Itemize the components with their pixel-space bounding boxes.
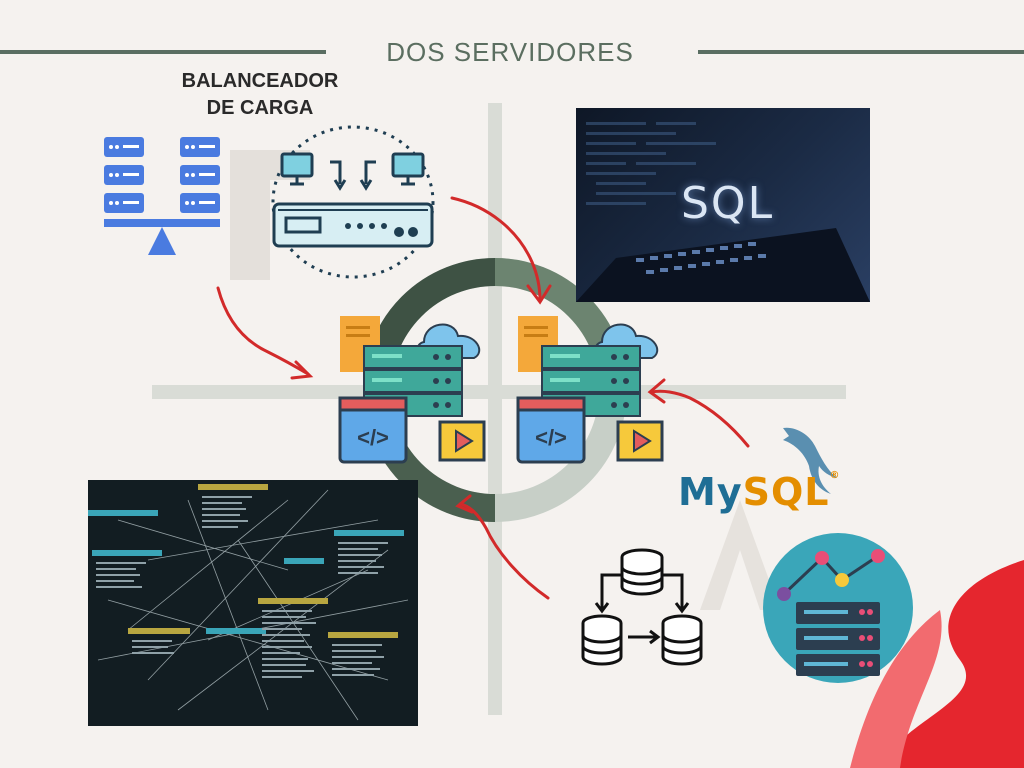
arrow-mysql-to-server — [650, 389, 750, 448]
code-lines-graphic — [576, 122, 870, 302]
svg-text:</>: </> — [535, 425, 567, 450]
arrow-balance-to-server — [216, 286, 310, 376]
server-icon-left: </> — [338, 316, 486, 464]
dolphin-icon — [783, 427, 837, 494]
mysql-logo-reg: ® — [829, 470, 841, 481]
title-line-right — [698, 50, 1024, 54]
load-balancer-label-line1: BALANCEADOR — [181, 70, 339, 92]
server-icon-right: </> — [516, 316, 664, 464]
database-replication-icon — [581, 548, 703, 666]
database-schema-image — [88, 480, 418, 726]
server-analytics-icon — [763, 533, 913, 683]
mysql-logo-my: My — [678, 470, 743, 514]
title-line-left — [0, 50, 326, 54]
network-switch-icon — [271, 125, 435, 279]
mysql-logo: MySQL® — [678, 470, 840, 514]
mysql-logo-sql: SQL — [742, 470, 830, 514]
load-balancer-label-line2: DE CARGA — [206, 97, 314, 119]
svg-text:</>: </> — [357, 425, 389, 450]
load-balancer-label: BALANCEADOR DE CARGA — [160, 68, 360, 122]
balance-scale-icon — [104, 137, 220, 255]
arrow-switch-to-server — [450, 196, 542, 302]
sql-image: SQL — [576, 108, 870, 302]
arrow-db-to-server — [458, 502, 550, 600]
sql-text: SQL — [681, 178, 775, 229]
page-title: DOS SERVIDORES — [386, 37, 634, 67]
schema-graphic — [88, 484, 409, 721]
